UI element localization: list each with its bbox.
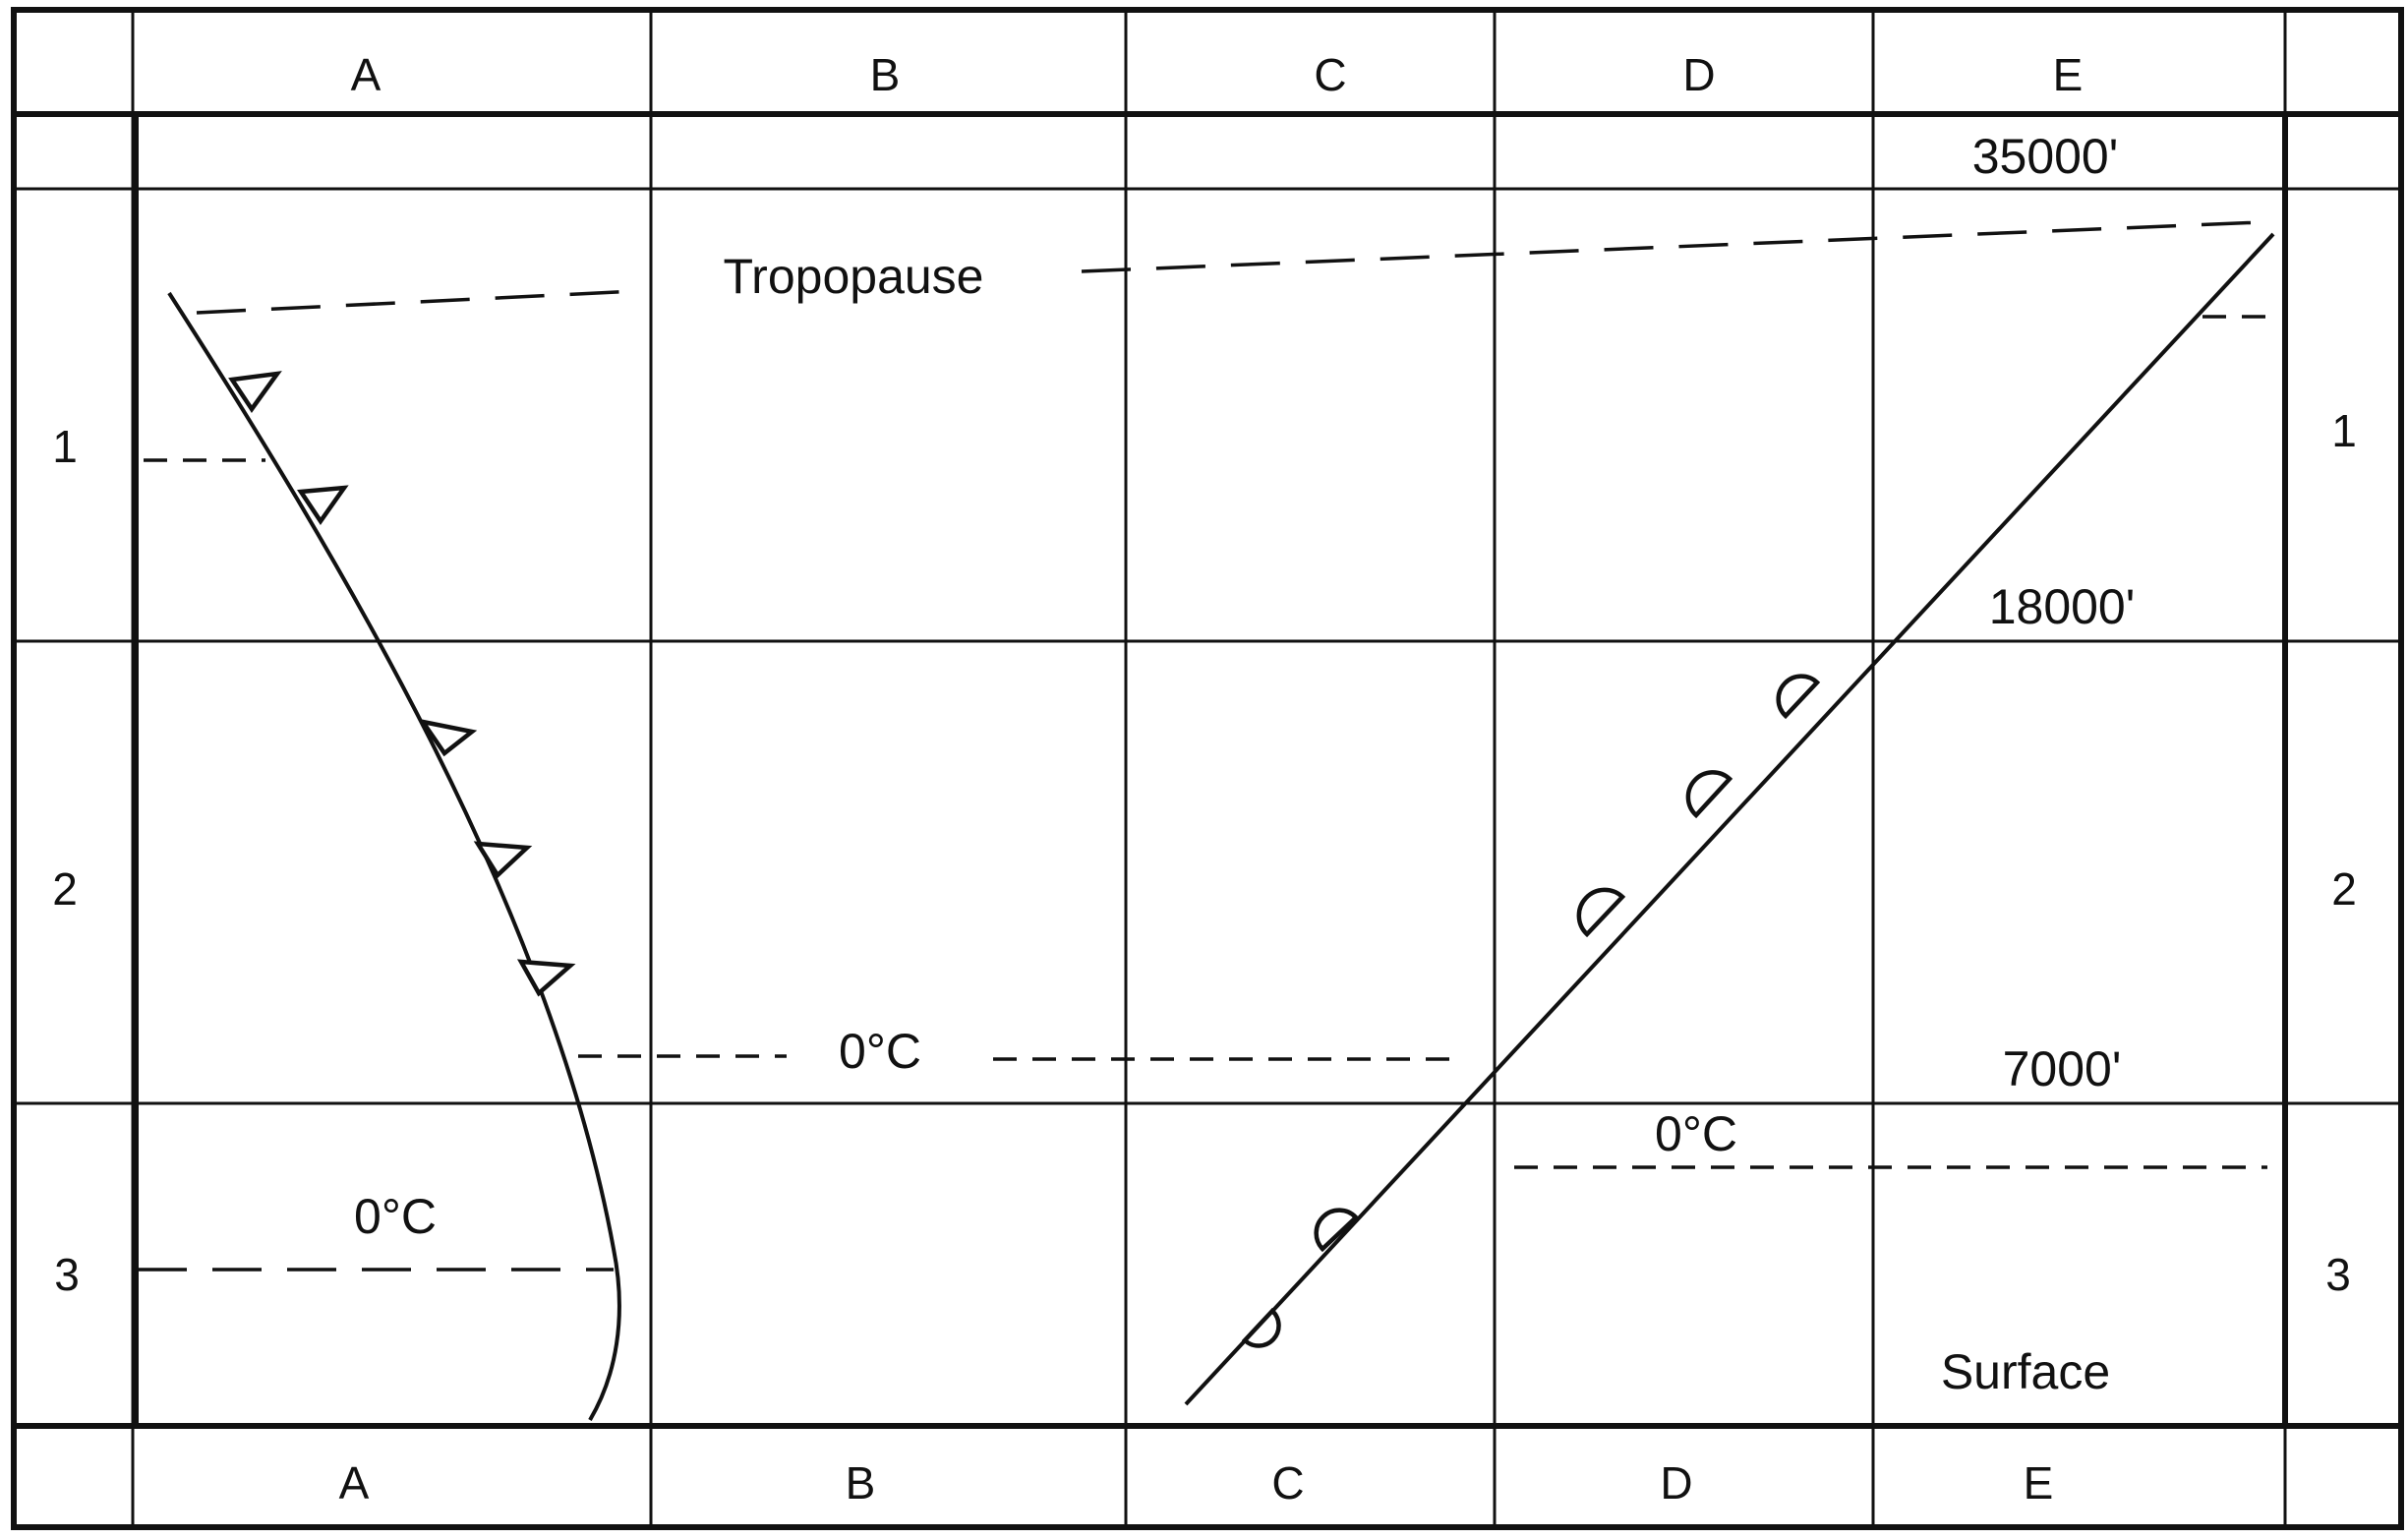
warm-front-semicircle-2 bbox=[1314, 1208, 1360, 1253]
cold-front-triangle-2 bbox=[297, 485, 349, 525]
warm-front-semicircle-4 bbox=[1685, 770, 1733, 819]
altitude-35000-label: 35000' bbox=[1972, 129, 2119, 184]
warm-front-semicircle-5 bbox=[1776, 674, 1821, 720]
column-label-top-c: C bbox=[1314, 49, 1346, 100]
freezing-level-label-d: 0°C bbox=[1655, 1106, 1737, 1161]
chart-frame bbox=[133, 111, 2288, 1429]
cold-front-triangle-1 bbox=[228, 371, 282, 413]
outer-border bbox=[11, 7, 2404, 1530]
row-label-right-1: 1 bbox=[2331, 405, 2357, 456]
altitude-18000-label: 18000' bbox=[1989, 579, 2136, 634]
column-label-bottom-a: A bbox=[339, 1457, 370, 1509]
warm-front-semicircle-3 bbox=[1576, 887, 1626, 938]
cold-front-triangle-4 bbox=[473, 841, 533, 879]
altitude-7000-label: 7000' bbox=[2003, 1041, 2122, 1096]
freezing-level-label-b: 0°C bbox=[839, 1024, 921, 1079]
cold-front-line bbox=[167, 291, 621, 1422]
row-label-left-1: 1 bbox=[52, 421, 78, 472]
tropopause-line-left bbox=[196, 289, 638, 315]
tropopause-line-right bbox=[1081, 220, 2262, 273]
row-label-right-3: 3 bbox=[2325, 1249, 2351, 1300]
column-label-bottom-c: C bbox=[1271, 1457, 1304, 1509]
row-label-right-2: 2 bbox=[2331, 863, 2357, 915]
column-label-top-b: B bbox=[870, 49, 901, 100]
freezing-level-label-a: 0°C bbox=[354, 1189, 437, 1244]
column-label-bottom-d: D bbox=[1660, 1457, 1692, 1509]
column-label-top-a: A bbox=[351, 49, 382, 100]
surface-label: Surface bbox=[1941, 1344, 2110, 1399]
tropopause-label: Tropopause bbox=[724, 249, 984, 304]
column-label-top-d: D bbox=[1682, 49, 1715, 100]
row-label-left-2: 2 bbox=[52, 863, 78, 915]
cold-front-triangle-3 bbox=[418, 718, 478, 757]
column-label-bottom-e: E bbox=[2024, 1457, 2054, 1509]
column-label-top-e: E bbox=[2053, 49, 2084, 100]
cold-front-triangle-5 bbox=[516, 959, 576, 997]
row-label-left-3: 3 bbox=[54, 1249, 80, 1300]
column-label-bottom-b: B bbox=[846, 1457, 876, 1509]
warm-front-semicircle-1 bbox=[1241, 1307, 1281, 1348]
warm-front-line bbox=[1184, 232, 2275, 1406]
